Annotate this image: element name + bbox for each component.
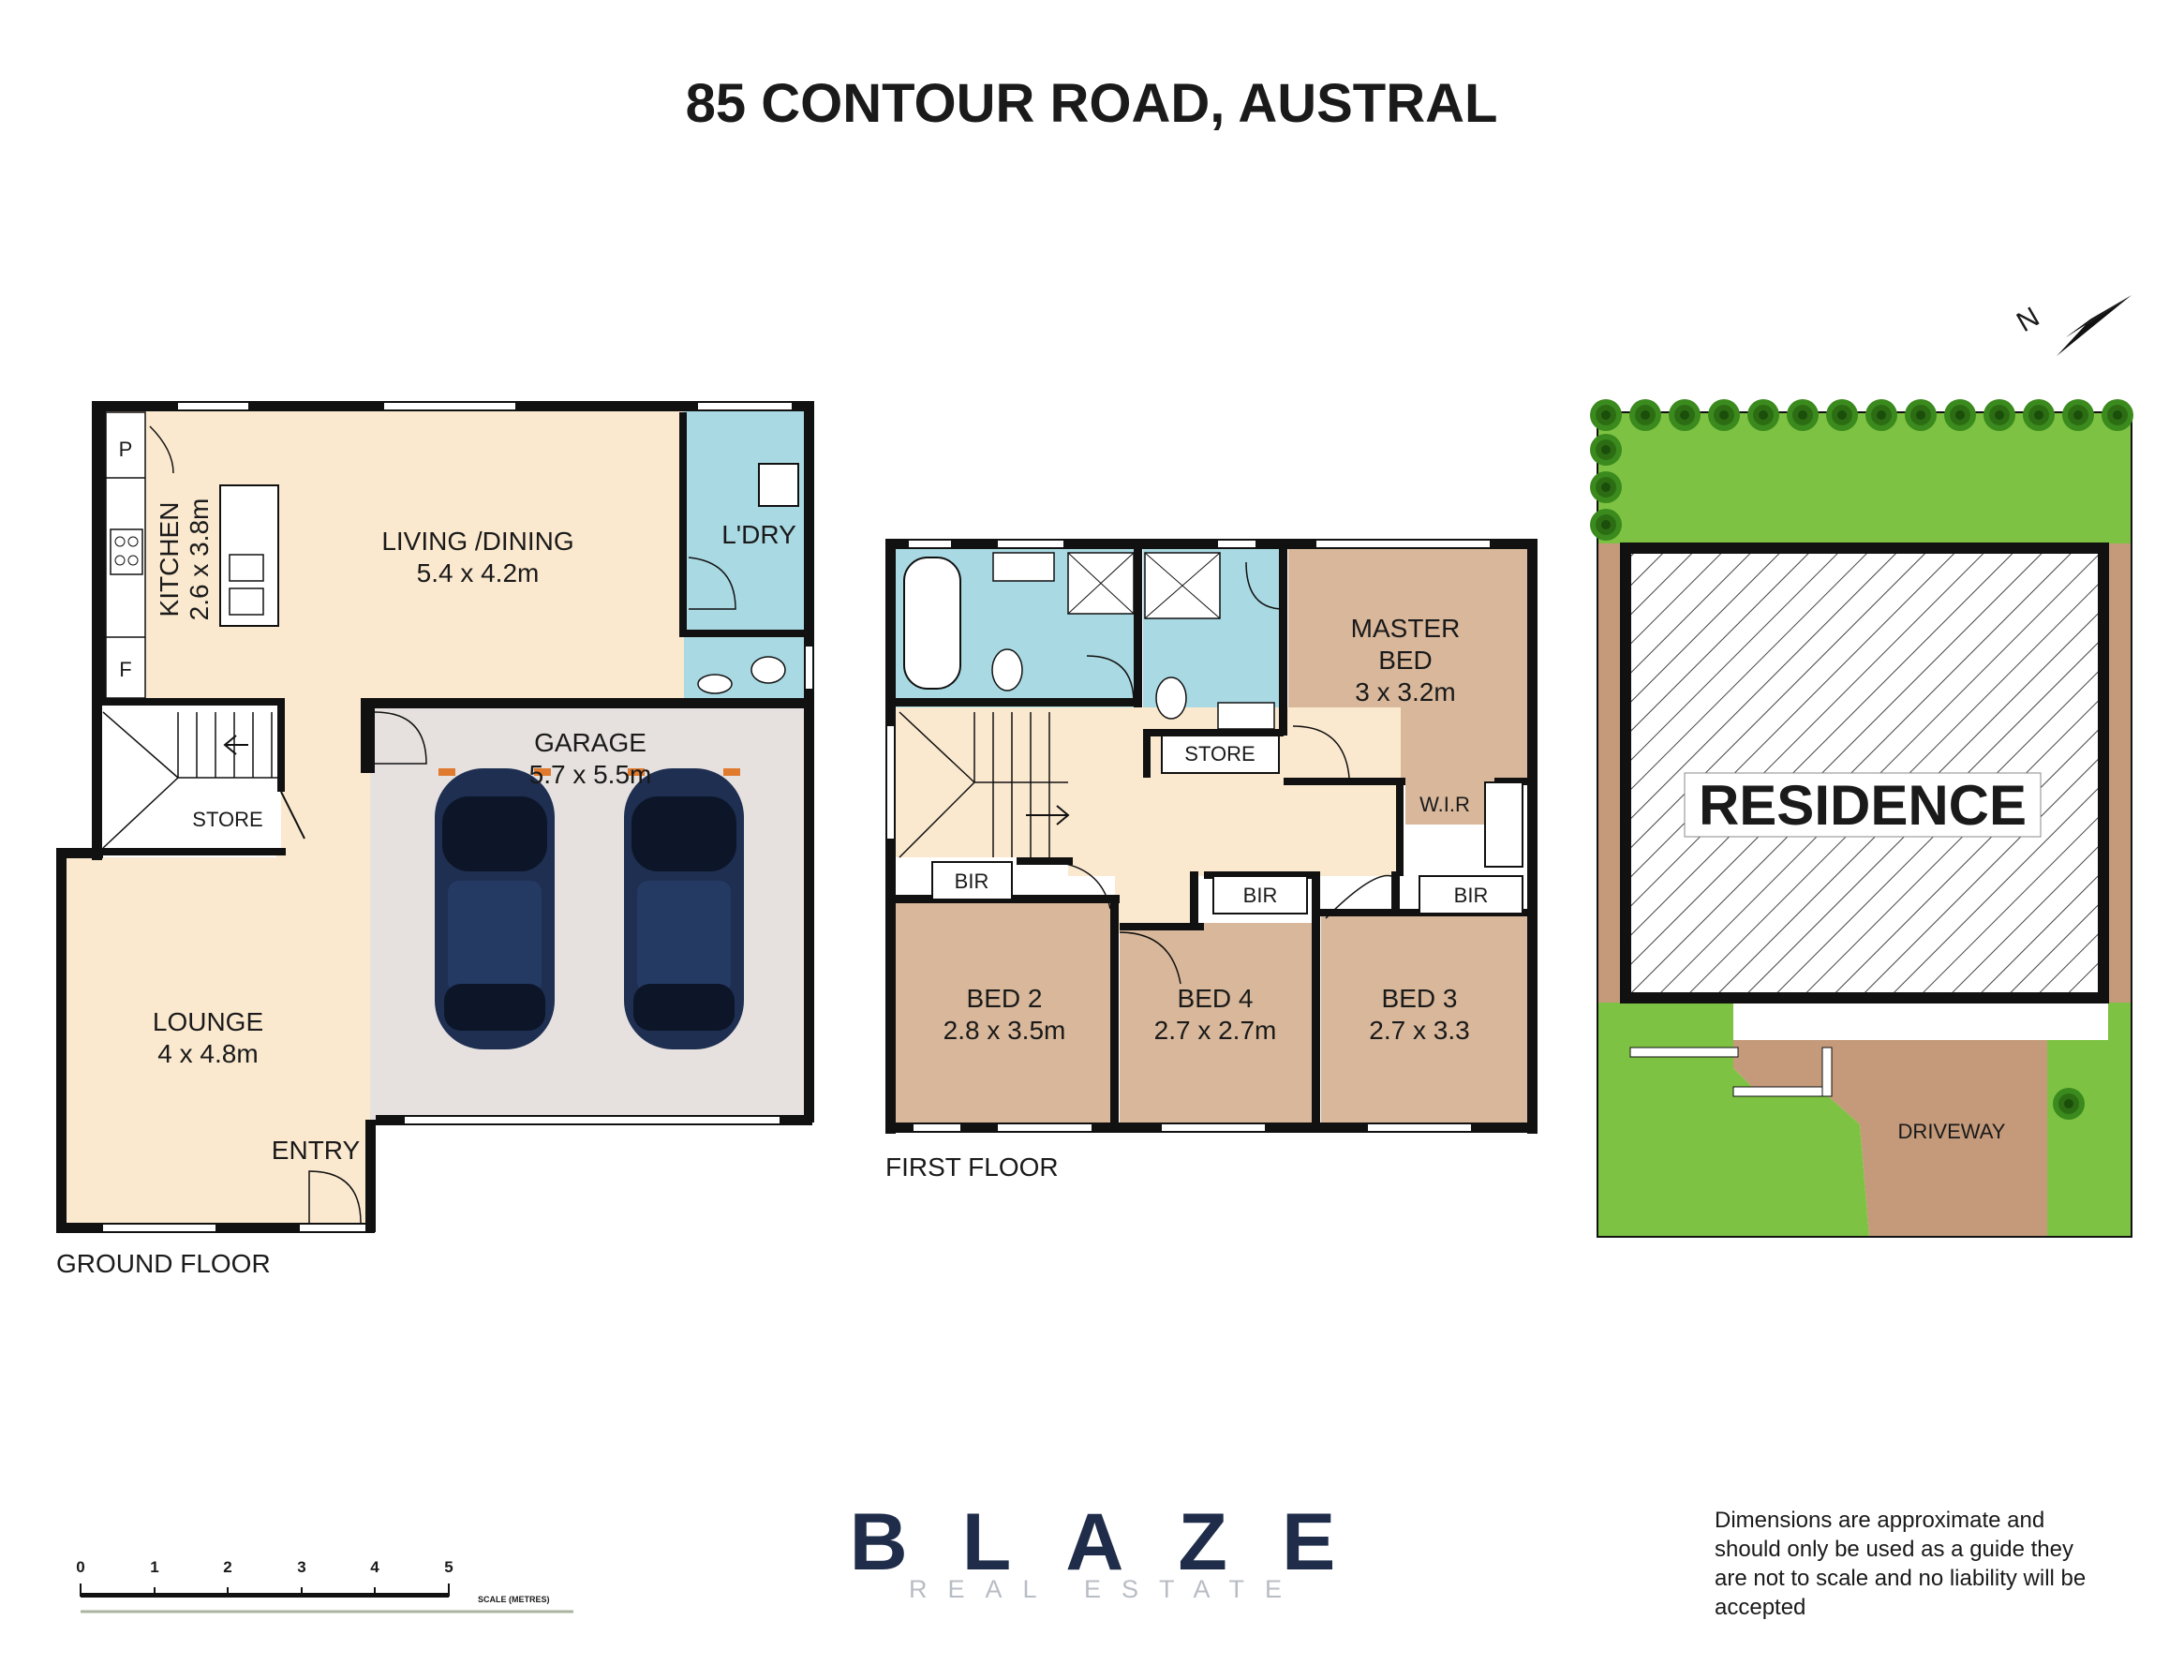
ground-floor-label: GROUND FLOOR [56, 1249, 271, 1278]
bir-label-bed3: BIR [1454, 884, 1489, 907]
laundry-tub-icon [758, 463, 799, 507]
lounge-label: LOUNGE [153, 1007, 263, 1036]
compass-label: N [2012, 302, 2044, 338]
kitchen-dims: 2.6 x 3.8m [185, 498, 214, 621]
disclaimer-line-4: accepted [1715, 1595, 1805, 1620]
residence-label: RESIDENCE [1699, 774, 2027, 837]
driveway-label: DRIVEWAY [1898, 1120, 2006, 1143]
disclaimer: Dimensions are approximate and should on… [1715, 1508, 2086, 1620]
toilet-icon-2 [1155, 676, 1187, 720]
scale-tick-2: 2 [223, 1558, 231, 1576]
bed2-label: BED 2 [967, 984, 1043, 1013]
car-icon-left [435, 768, 555, 1049]
scale-tick-3: 3 [297, 1558, 305, 1576]
disclaimer-line-2: should only be used as a guide they [1715, 1537, 2073, 1562]
hall-ff-fill2 [1115, 871, 1195, 932]
basin-icon [697, 674, 733, 694]
north-arrow-icon: N [2012, 295, 2132, 356]
fridge-label: F [119, 658, 131, 681]
wir-box [1484, 781, 1523, 868]
first-floor-plan: MASTER BED 3 x 3.2m W.I.R STORE BIR BIR … [885, 539, 1538, 1182]
first-floor-label: FIRST FLOOR [885, 1152, 1059, 1182]
garage-label: GARAGE [534, 728, 646, 757]
laundry-label: L'DRY [721, 520, 796, 549]
bir-bed4 [1212, 875, 1308, 914]
bir-bed2 [931, 861, 1013, 900]
scale-tick-0: 0 [76, 1558, 84, 1576]
lounge-fill [56, 857, 375, 1227]
scale-tick-5: 5 [444, 1558, 453, 1576]
bed3-dims: 2.7 x 3.3 [1369, 1016, 1469, 1045]
lawn-back [1597, 412, 2132, 543]
scale-label: SCALE (METRES) [478, 1595, 550, 1604]
car-icon-right [624, 768, 744, 1049]
sink-icon [229, 554, 264, 582]
kitchen-label: KITCHEN [155, 502, 184, 617]
wc-fill [684, 637, 806, 703]
bed4-label: BED 4 [1178, 984, 1254, 1013]
bir-bed3 [1419, 875, 1523, 914]
vanity-icon [992, 552, 1055, 582]
page-title: 85 CONTOUR ROAD, AUSTRAL [686, 73, 1498, 134]
bed2-fill [895, 899, 1115, 1124]
store-label: STORE [192, 808, 262, 831]
laundry-fill [684, 408, 806, 632]
driveway-fill [1733, 1040, 2047, 1237]
ground-floor-plan: KITCHEN 2.6 x 3.8m LIVING /DINING 5.4 x … [56, 401, 814, 1278]
brand-name: BLAZE [850, 1497, 1390, 1587]
shrub-icon [2053, 1088, 2085, 1120]
pantry-label: P [119, 438, 133, 461]
entry-label: ENTRY [272, 1136, 361, 1165]
bed3-label: BED 3 [1382, 984, 1458, 1013]
lounge-dims: 4 x 4.8m [157, 1039, 258, 1068]
bed2-dims: 2.8 x 3.5m [943, 1016, 1066, 1045]
brand-logo: BLAZE REAL ESTATE [850, 1497, 1390, 1603]
bed3-fill [1321, 914, 1527, 1124]
scale-tick-1: 1 [150, 1558, 158, 1576]
vanity-icon-2 [1217, 702, 1275, 730]
toilet-icon-1 [991, 648, 1023, 691]
bir-label-bed2: BIR [955, 870, 989, 893]
site-plan: RESIDENCE DRIVEWAY [1590, 399, 2133, 1238]
bed4-fill [1120, 923, 1316, 1124]
master-dims: 3 x 3.2m [1355, 677, 1455, 706]
bir-label-bed4: BIR [1243, 884, 1278, 907]
side-strip-right [2108, 543, 2132, 1003]
disclaimer-line-3: are not to scale and no liability will b… [1715, 1566, 2086, 1591]
kitchen-living-fill [98, 408, 684, 698]
bed4-dims: 2.7 x 2.7m [1154, 1016, 1277, 1045]
wir-fill [1405, 778, 1494, 825]
master-label-2: BED [1378, 646, 1433, 675]
ff-store-label: STORE [1184, 742, 1255, 766]
garage-dims: 5.7 x 5.5m [529, 760, 652, 789]
wir-label: W.I.R [1419, 793, 1470, 816]
scale-bar: 0 1 2 3 4 5 SCALE (METRES) [76, 1558, 573, 1613]
site-boundary [1597, 411, 2132, 1238]
disclaimer-line-1: Dimensions are approximate and [1715, 1508, 2044, 1533]
bathtub-icon [903, 557, 961, 690]
living-label: LIVING /DINING [381, 527, 573, 556]
toilet-icon [750, 656, 786, 684]
lawn-front [1597, 1003, 1733, 1237]
scale-tick-4: 4 [370, 1558, 379, 1576]
store-box [1161, 735, 1280, 774]
cooktop-icon [110, 528, 143, 575]
living-dims: 5.4 x 4.2m [417, 558, 540, 587]
brand-sub: REAL ESTATE [909, 1575, 1302, 1603]
master-label-1: MASTER [1351, 614, 1461, 643]
